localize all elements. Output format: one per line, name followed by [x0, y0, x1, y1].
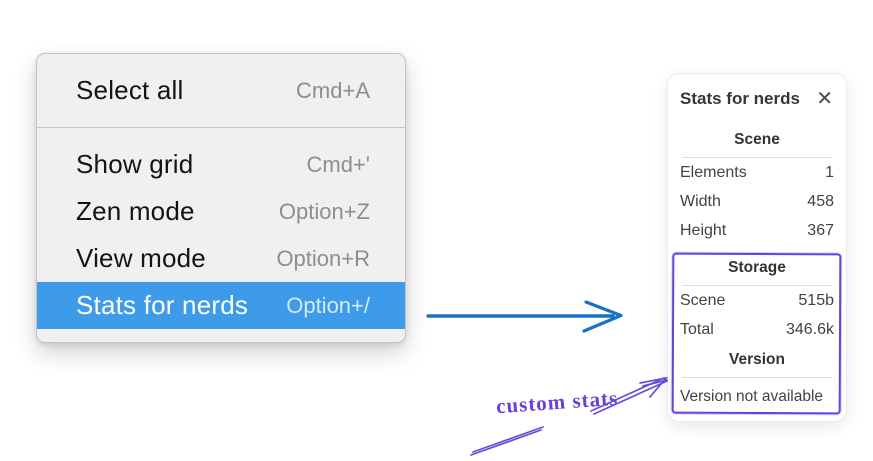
stats-panel-title: Stats for nerds	[680, 89, 800, 108]
version-note: Version not available	[680, 388, 824, 405]
section-heading-version: Version	[729, 351, 785, 368]
menu-item-select-all[interactable]: Select all Cmd+A	[37, 67, 405, 114]
menu-item-label: Stats for nerds	[76, 290, 249, 320]
stats-panel: Stats for nerds ✕ Scene Elements 1 Width…	[667, 73, 847, 422]
context-menu: Select all Cmd+A Show grid Cmd+' Zen mod…	[36, 53, 406, 343]
menu-shortcut: Cmd+A	[296, 77, 370, 103]
section-heading-scene: Scene	[734, 131, 780, 148]
stat-value: 515b	[798, 291, 834, 309]
menu-item-stats-for-nerds[interactable]: Stats for nerds Option+/	[37, 282, 405, 329]
close-icon[interactable]: ✕	[816, 88, 833, 110]
stat-row-elements: Elements 1	[680, 158, 834, 187]
stat-row-scene-size: Scene 515b	[680, 286, 834, 315]
stat-value: 1	[825, 163, 834, 181]
stat-row-height: Height 367	[680, 216, 834, 245]
menu-item-zen-mode[interactable]: Zen mode Option+Z	[37, 188, 405, 235]
annotation-text: custom stats	[495, 385, 619, 419]
menu-shortcut: Option+R	[276, 245, 370, 271]
section-divider	[682, 157, 832, 158]
stat-value: 346.6k	[785, 320, 834, 338]
stat-label: Total	[680, 320, 714, 338]
stat-label: Width	[680, 192, 721, 210]
menu-section-top: Select all Cmd+A	[37, 54, 405, 127]
stat-row-total-size: Total 346.6k	[680, 315, 834, 344]
menu-item-label: Zen mode	[76, 196, 195, 226]
menu-shortcut: Option+/	[286, 292, 370, 318]
stat-label: Scene	[680, 291, 726, 309]
menu-section-bottom: Show grid Cmd+' Zen mode Option+Z View m…	[37, 127, 405, 342]
section-divider	[682, 377, 832, 378]
stats-panel-header: Stats for nerds ✕	[680, 88, 834, 110]
menu-shortcut: Option+Z	[278, 198, 370, 224]
stat-label: Elements	[680, 163, 747, 181]
section-divider	[682, 285, 832, 286]
section-heading-storage: Storage	[728, 259, 786, 276]
menu-shortcut: Cmd+'	[306, 151, 371, 177]
menu-item-show-grid[interactable]: Show grid Cmd+'	[37, 141, 405, 188]
menu-to-panel-arrow	[426, 300, 623, 333]
menu-item-view-mode[interactable]: View mode Option+R	[37, 235, 405, 282]
stat-label: Height	[680, 221, 727, 239]
stat-value: 367	[807, 221, 834, 239]
menu-item-label: View mode	[76, 243, 206, 273]
stat-row-width: Width 458	[680, 187, 834, 216]
stat-value: 458	[807, 192, 834, 210]
menu-item-label: Show grid	[76, 149, 194, 179]
menu-item-label: Select all	[76, 75, 184, 105]
